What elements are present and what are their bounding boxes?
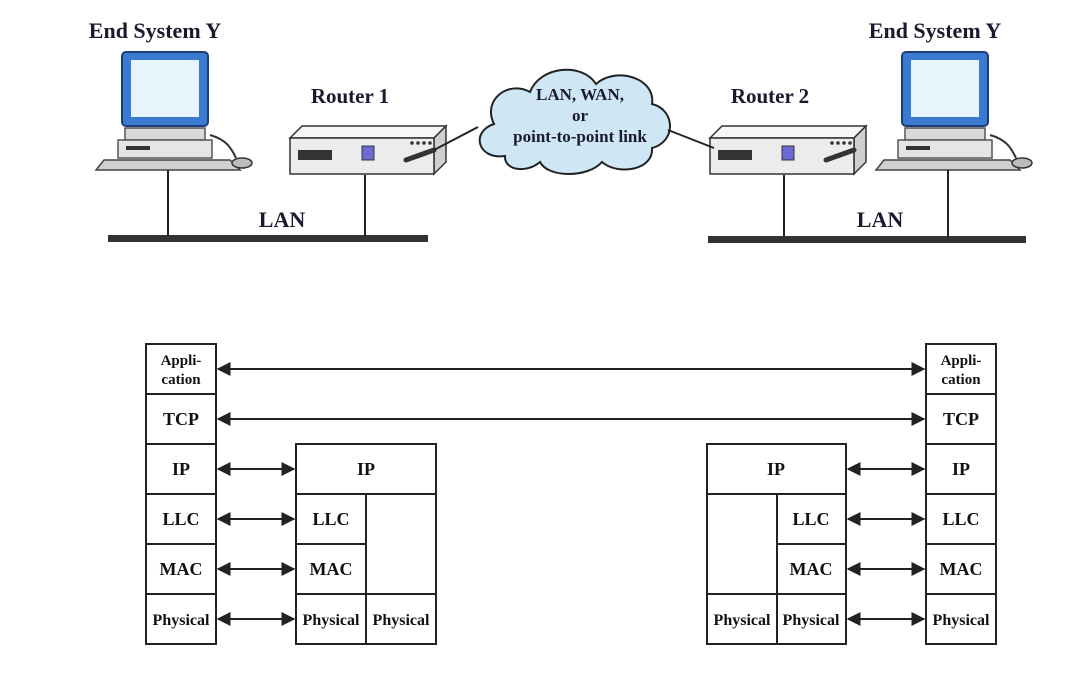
router2-ip: IP <box>767 459 785 479</box>
router2-physical-b: Physical <box>783 612 840 629</box>
cloud-icon <box>478 68 671 175</box>
left-host-physical: Physical <box>153 612 210 629</box>
left-host-ip: IP <box>172 459 190 479</box>
link-router1-cloud <box>433 126 479 151</box>
router1-physical-a: Physical <box>303 612 360 629</box>
right-host-app-line2: cation <box>941 372 981 388</box>
lan-bus-left <box>108 235 428 242</box>
router2-label: Router 2 <box>731 84 809 108</box>
computer-icon <box>874 51 1033 171</box>
cloud-text-line1: LAN, WAN, <box>536 85 624 104</box>
router2-mac: MAC <box>790 559 833 579</box>
link-cloud-router2 <box>667 129 715 149</box>
cloud-text-line2: or <box>572 106 589 125</box>
left-host-app-line2: cation <box>161 372 201 388</box>
lan-bus-right <box>708 236 1026 243</box>
stack-boxes <box>145 343 997 645</box>
lan-right-label: LAN <box>857 207 904 232</box>
right-host-physical: Physical <box>933 612 990 629</box>
router1-llc: LLC <box>312 509 349 529</box>
end-system-left-label: End System Y <box>89 18 222 43</box>
computer-icon <box>94 51 253 171</box>
right-host-tcp: TCP <box>943 409 979 429</box>
end-system-right-label: End System Y <box>869 18 1002 43</box>
router2-physical-a: Physical <box>714 612 771 629</box>
left-host-tcp: TCP <box>163 409 199 429</box>
router1-label: Router 1 <box>311 84 389 108</box>
cloud-text-line3: point-to-point link <box>513 127 647 146</box>
lan-left-label: LAN <box>259 207 306 232</box>
right-host-mac: MAC <box>940 559 983 579</box>
peer-arrows <box>216 362 926 626</box>
left-host-app-line1: Appli- <box>161 353 202 369</box>
router1-ip: IP <box>357 459 375 479</box>
router1-mac: MAC <box>310 559 353 579</box>
right-host-llc: LLC <box>942 509 979 529</box>
router1-physical-b: Physical <box>373 612 430 629</box>
router-icon <box>708 124 868 176</box>
router2-llc: LLC <box>792 509 829 529</box>
left-host-llc: LLC <box>162 509 199 529</box>
left-host-mac: MAC <box>160 559 203 579</box>
right-host-ip: IP <box>952 459 970 479</box>
right-host-app-line1: Appli- <box>941 353 982 369</box>
router-icon <box>288 124 448 176</box>
